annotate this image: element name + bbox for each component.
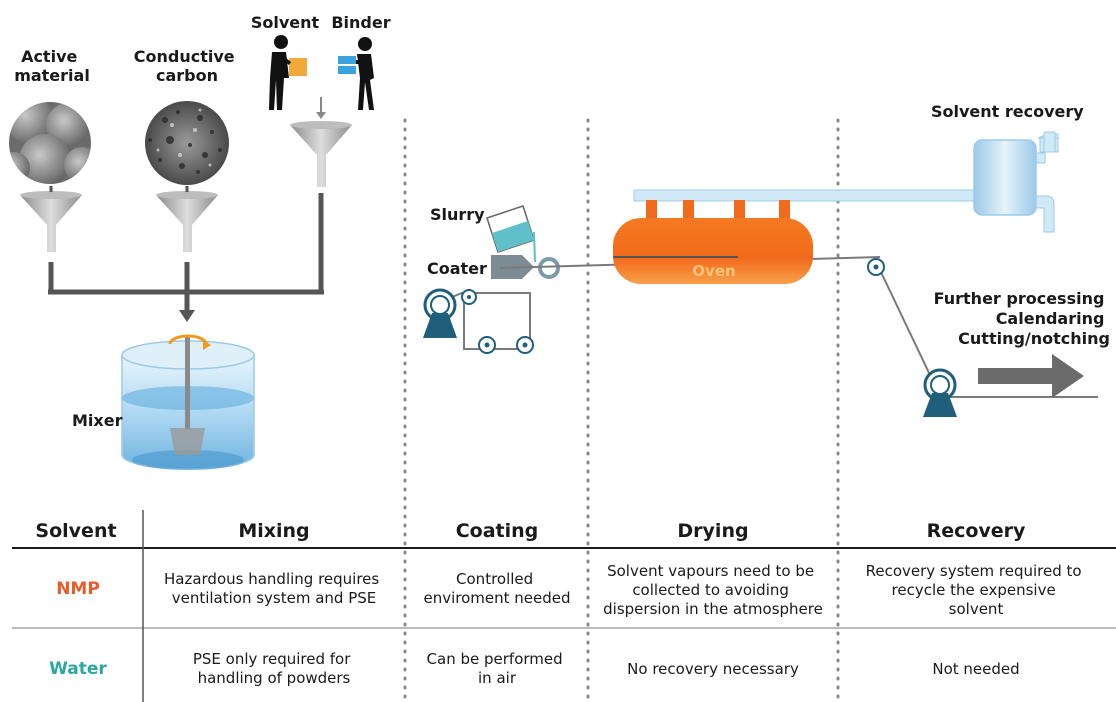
binder-person-icon [338, 37, 374, 110]
mixer-arrow-icon [179, 310, 195, 322]
recovery-tank-icon [973, 131, 1059, 233]
table-header-solvent: Solvent [35, 520, 116, 542]
mixer-tank-icon [121, 334, 255, 470]
table-cell-water-drying: No recovery necessary [627, 660, 799, 678]
table-cell-nmp-drying: Solvent vapours need to be collected to … [603, 562, 823, 618]
slurry-label: Slurry [430, 205, 485, 224]
table-header-coating: Coating [456, 520, 539, 542]
rewind-roller-icon [923, 368, 957, 417]
oven-icon [613, 218, 813, 284]
active-material-funnel-icon [20, 191, 82, 252]
conductive-carbon-image [145, 101, 229, 185]
mixer-label: Mixer [72, 411, 123, 430]
table-cell-water-coating: Can be performed in air [427, 650, 568, 687]
table-header-mixing: Mixing [238, 520, 309, 542]
solvent-recovery-label: Solvent recovery [931, 102, 1084, 121]
guide-roller-icon [461, 289, 534, 354]
table-cell-solvent-nmp: NMP [56, 579, 100, 599]
coater-label: Coater [427, 259, 487, 278]
table-cell-solvent-water: Water [49, 659, 107, 679]
active-material-label: Active material [14, 47, 90, 85]
solvent-binder-funnel-icon [290, 121, 352, 187]
table-cell-water-recovery: Not needed [932, 660, 1019, 678]
section-dividers [403, 118, 840, 702]
conductive-carbon-funnel-icon [156, 191, 218, 252]
further-processing-arrow-icon [978, 354, 1084, 398]
table-header-recovery: Recovery [927, 520, 1026, 542]
unwind-roller-icon [423, 288, 457, 338]
oven-label: Oven [692, 262, 735, 280]
solvent-pipe [633, 189, 975, 222]
table-header-drying: Drying [677, 520, 748, 542]
comparison-table: Solvent Mixing Coating Drying Recovery N… [12, 510, 1116, 702]
table-cell-nmp-recovery: Recovery system required to recycle the … [866, 562, 1087, 618]
solvent-person-icon [269, 35, 307, 110]
table-cell-water-mixing: PSE only required for handling of powder… [193, 650, 355, 687]
feed-pipes [48, 193, 324, 312]
table-cell-nmp-coating: Controlled enviroment needed [423, 570, 570, 607]
further-processing-label: Further processing Calendaring Cutting/n… [934, 289, 1110, 348]
slurry-beaker-icon [486, 205, 535, 253]
conductive-carbon-label: Conductive carbon [134, 47, 240, 85]
binder-label: Binder [331, 13, 390, 32]
solvent-label: Solvent [251, 13, 320, 32]
output-guide-roller-icon [867, 258, 885, 276]
table-cell-nmp-mixing: Hazardous handling requires ventilation … [164, 570, 384, 607]
active-material-image [7, 100, 93, 186]
